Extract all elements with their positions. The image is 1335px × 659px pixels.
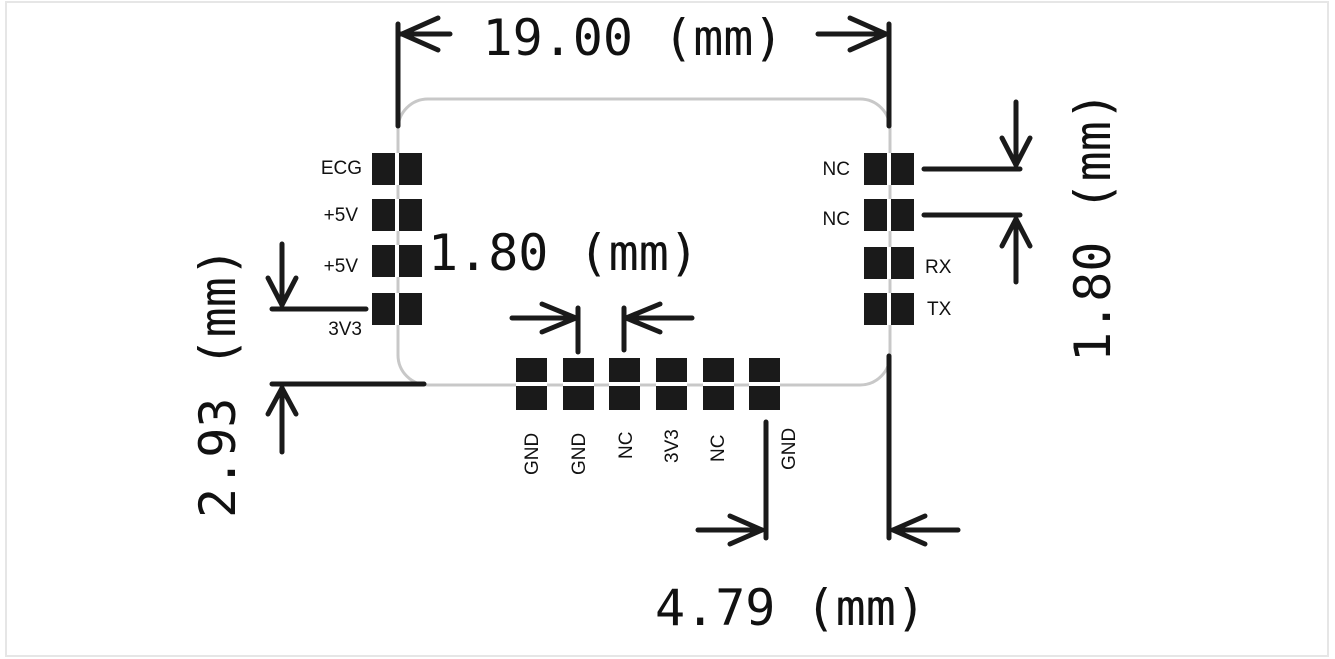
frame-border — [5, 1, 1329, 657]
pin-pitch-right-label: 1.80 (mm) — [1064, 91, 1122, 362]
width-dimension-label: 19.00 (mm) — [482, 9, 783, 67]
pin-label-left-4: 3V3 — [328, 319, 362, 340]
width-dimension — [395, 15, 892, 129]
pin-label-left-2: +5V — [324, 205, 359, 226]
pin-label-bottom-5: NC — [708, 435, 729, 462]
pin-label-left-1: ECG — [321, 158, 362, 179]
left-offset-dimension — [265, 241, 427, 455]
left-offset-label: 2.93 (mm) — [189, 247, 247, 518]
pin-pitch-right-dimension — [921, 99, 1033, 285]
pin-label-left-3: +5V — [324, 256, 359, 277]
pin-pitch-bottom-label: 1.80 (mm) — [428, 224, 699, 282]
bottom-offset-label: 4.79 (mm) — [655, 579, 926, 637]
right-pads — [864, 153, 914, 325]
bottom-offset-dimension — [695, 353, 961, 547]
left-pads — [372, 153, 422, 325]
pin-label-right-2: NC — [823, 209, 850, 230]
pin-label-bottom-3: NC — [616, 432, 637, 459]
pin-label-right-1: NC — [823, 159, 850, 180]
module-outline — [396, 97, 892, 387]
pin-label-bottom-4: 3V3 — [662, 429, 683, 463]
pin-pitch-bottom-dimension — [509, 301, 695, 355]
pin-label-right-3: RX — [925, 257, 952, 278]
pin-label-bottom-2: GND — [569, 433, 590, 475]
bottom-pads — [516, 358, 780, 410]
pin-label-right-4: TX — [927, 299, 952, 320]
pin-label-bottom-1: GND — [522, 433, 543, 475]
pin-label-bottom-6: GND — [779, 428, 800, 470]
